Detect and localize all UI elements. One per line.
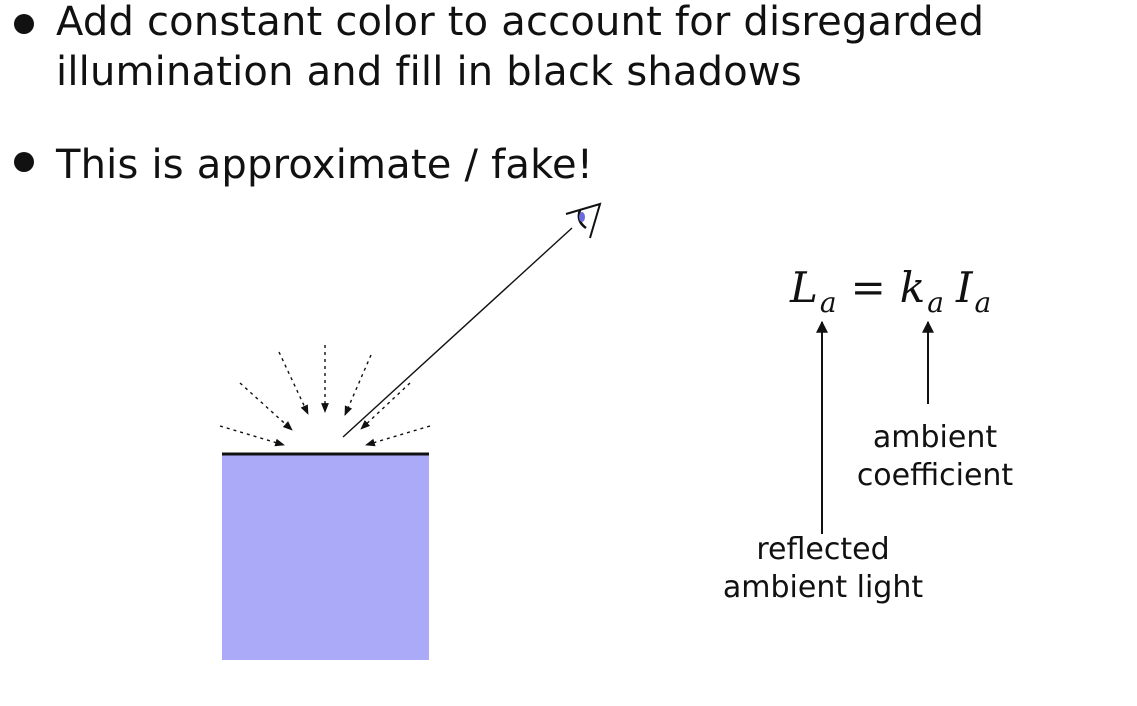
lhs-symbol: L [790,263,818,312]
bullet-1-line-1: Add constant color to account for disreg… [56,0,985,45]
reflected-ray [342,227,573,438]
reflected-line-1: reflected [756,532,890,567]
intensity-subscript: a [974,286,992,319]
coef-symbol: k [899,263,926,312]
equals-sign: = [850,263,886,312]
bullet-text-1: Add constant color to account for disreg… [56,0,984,97]
ambient-ray [239,382,293,431]
bullet-dot [14,152,34,172]
ambient-coefficient-line-2: coefficient [856,458,1014,493]
reflected-line-2: ambient light [722,570,924,605]
bullet-2-line-1: This is approximate / fake! [56,142,594,188]
ambient-coefficient-label: ambient coefficient [842,419,1028,495]
ambient-ray [278,351,309,415]
bullet-text-2: This is approximate / fake! [56,140,593,190]
coef-subscript: a [927,286,944,319]
bullet-1-line-2: illumination and fill in black shadows [56,49,802,95]
intensity-symbol: I [955,263,973,312]
lhs-subscript: a [819,286,837,319]
ambient-ray [360,382,411,430]
eye-icon [565,202,602,239]
ambient-ray [344,354,372,416]
ambient-coefficient-line-1: ambient [872,420,998,455]
ambient-ray [365,425,431,447]
reflected-ambient-light-label: reflected ambient light [714,531,932,607]
surface-block [222,454,429,660]
ambient-ray [219,425,285,447]
bullet-dot [14,14,34,34]
ambient-rays [219,345,431,447]
